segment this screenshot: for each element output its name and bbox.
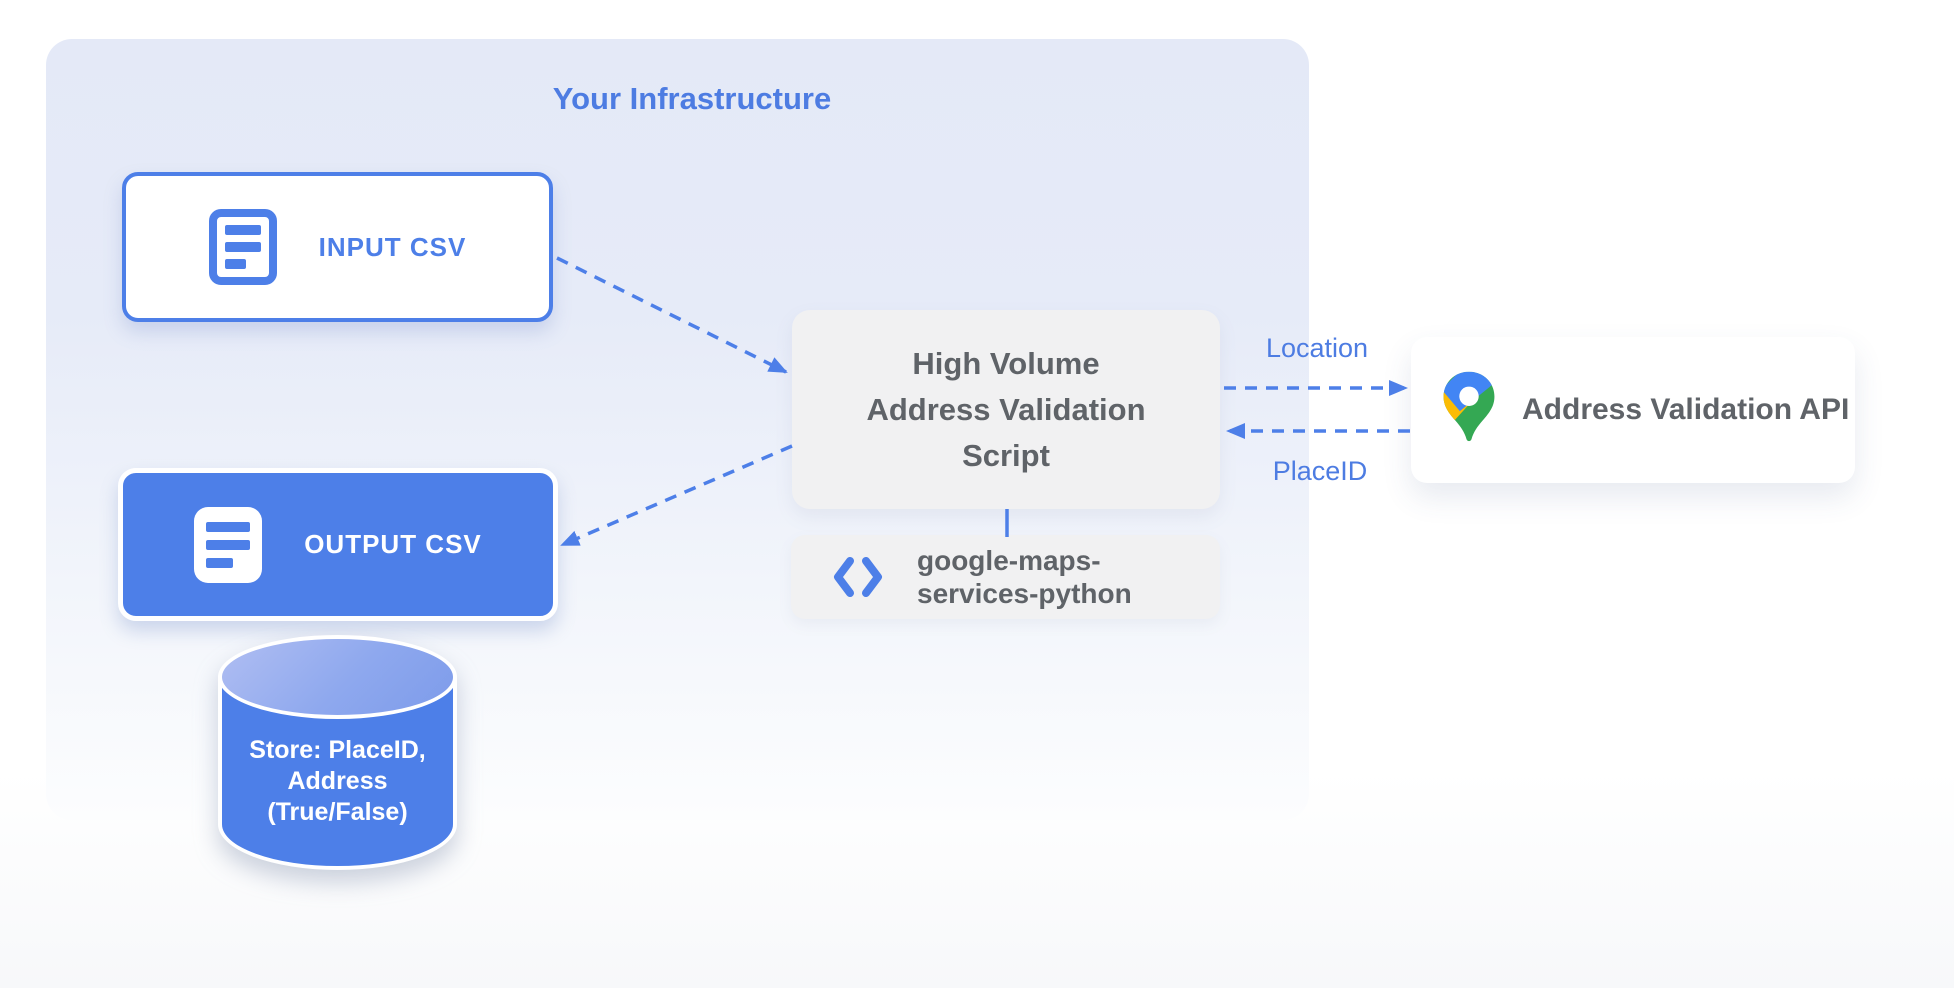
google-maps-pin-icon (1443, 371, 1495, 442)
datastore-line: (True/False) (267, 798, 408, 826)
library-label: google-maps- services-python (917, 544, 1132, 610)
script-title-line: Address Validation (866, 391, 1146, 427)
library-label-line: google-maps- (917, 545, 1101, 576)
input-csv-node: INPUT CSV (122, 172, 553, 322)
validation-script-node: High Volume Address Validation Script (792, 310, 1220, 509)
address-validation-api-node: Address Validation API (1411, 337, 1855, 483)
api-label: Address Validation API (1522, 393, 1850, 426)
output-csv-label: OUTPUT CSV (304, 529, 482, 559)
document-icon-line (224, 242, 261, 252)
database-cylinder: Store: PlaceID, Address (True/False) (218, 635, 457, 870)
datastore-line: Address (287, 767, 388, 795)
placeid-flow-label: PlaceID (1272, 456, 1368, 486)
script-title-line: High Volume (912, 345, 1100, 381)
datastore-line: Store: PlaceID, (249, 736, 426, 764)
datastore-label: Store: PlaceID, Address (True/False) (218, 735, 457, 828)
location-flow-label: Location (1265, 333, 1369, 363)
document-icon-line (206, 521, 251, 532)
document-icon-line (224, 259, 246, 269)
output-csv-node: OUTPUT CSV (118, 468, 558, 621)
infrastructure-title: Your Infrastructure (552, 81, 832, 116)
document-icon (194, 506, 263, 583)
library-label-line: services-python (917, 578, 1132, 609)
document-icon (208, 209, 277, 285)
library-node: google-maps- services-python (791, 535, 1220, 619)
document-icon-line (206, 557, 234, 568)
input-csv-label: INPUT CSV (318, 231, 467, 262)
database-cylinder-top (218, 635, 457, 719)
document-icon-line (224, 225, 261, 235)
document-icon-line (206, 539, 251, 550)
script-title-line: Script (962, 437, 1050, 473)
code-icon (834, 557, 882, 597)
